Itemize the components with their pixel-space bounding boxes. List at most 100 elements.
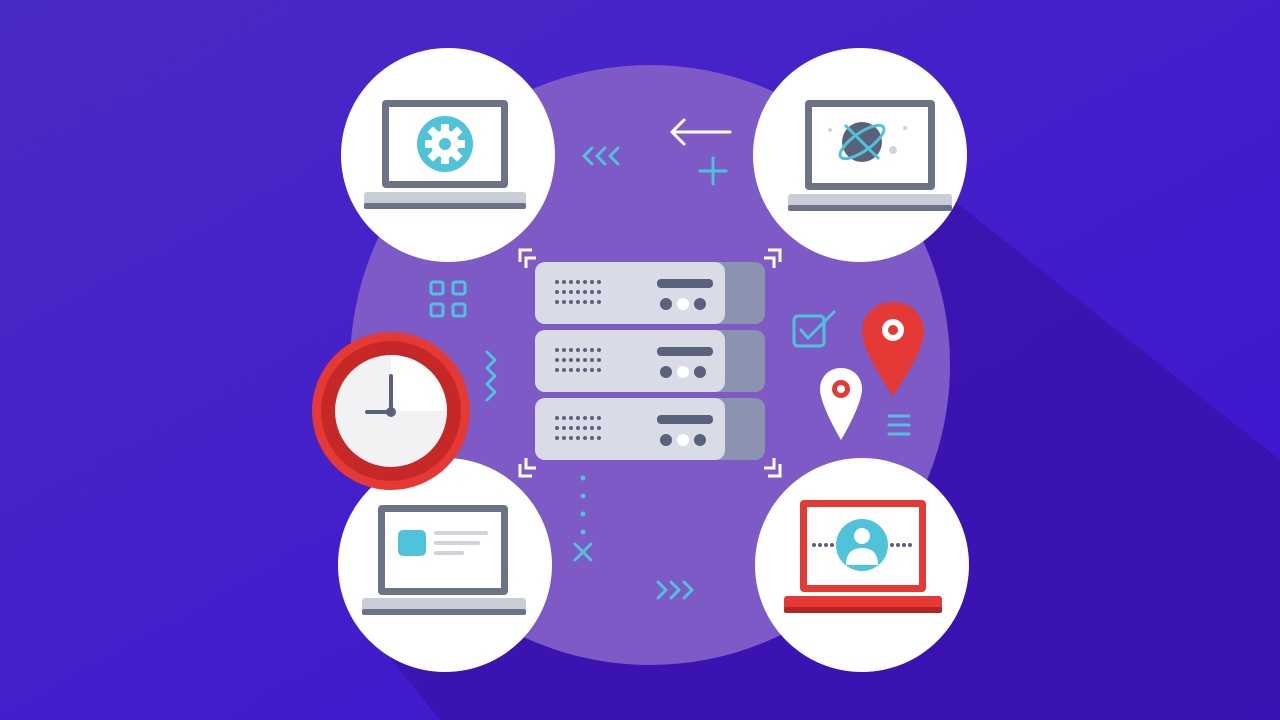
user-avatar-head [854,528,870,544]
server-vent-dot [569,358,573,362]
profile-card-line-2 [434,541,480,545]
server-vent-dot [569,368,573,372]
map-pin-large [862,302,924,396]
laptop-globe-card [753,48,967,262]
server-vent-dot [590,290,594,294]
server-vent-dot [583,426,587,430]
profile-card-icon [398,530,426,556]
laptop-user-card [755,458,969,672]
zigzag-icon [485,350,497,402]
laptop-profile-base-edge [362,609,526,615]
server-vent-dot [576,436,580,440]
bracket-bottom-left-inner [524,458,536,470]
server-vent-dot [576,368,580,372]
server-status-light [660,298,672,310]
server-vent-dot [555,280,559,284]
profile-card-line-1 [434,531,488,535]
globe-icon [828,122,907,162]
server-unit-3-front [535,398,725,460]
server-vent-dot [555,416,559,420]
dotted-line [580,475,586,535]
cross-icon [573,542,593,562]
server-vent-dot [569,416,573,420]
server-vent-dot [555,358,559,362]
laptop-user-base-edge [784,607,942,613]
server-vent-dot [583,348,587,352]
server-vent-dot [590,300,594,304]
chevrons-right-icon [656,580,694,600]
bracket-bottom-left [518,464,532,478]
server-vent-dot [583,290,587,294]
laptop-settings-card [341,48,555,262]
bracket-top-left-inner [524,256,536,268]
server-vent-dot [583,368,587,372]
server-indicator-bar [657,279,713,288]
server-vent-dot [590,436,594,440]
server-vent-dot [597,348,601,352]
server-vent-dot [562,426,566,430]
server-vent-dot [576,416,580,420]
map-pin-small-dot [837,385,845,393]
server-vent-dot [555,436,559,440]
server-indicator-bar [657,415,713,424]
server-vent-dot [590,368,594,372]
server-vent-dot [562,436,566,440]
map-pin-small-icon [820,368,862,440]
gear-icon-hub [439,138,451,150]
server-vent-dot [597,426,601,430]
bracket-top-left [518,248,532,262]
server-vent-dot [576,300,580,304]
server-vent-dot [555,300,559,304]
plus-icon [698,156,728,186]
server-status-light [694,434,706,446]
server-vent-dot [583,280,587,284]
server-unit-1 [535,262,765,324]
server-vent-dot [590,348,594,352]
map-pin-large-dot [888,325,898,335]
server-status-light [694,366,706,378]
server-vent-dot [569,348,573,352]
clock-icon [312,332,470,490]
server-vent-dot [576,358,580,362]
server-vent-dot [562,280,566,284]
server-status-light [694,298,706,310]
server-vent-dot [583,300,587,304]
server-details [555,279,713,446]
server-status-light [677,366,689,378]
bracket-top-right-inner [764,256,776,268]
server-rack-icon [535,262,765,460]
server-unit-2 [535,330,765,392]
map-pin-small [820,368,862,440]
server-vent-dot [597,280,601,284]
server-vent-dot [597,290,601,294]
server-vent-dot [569,426,573,430]
server-vent-dot [590,416,594,420]
server-vent-dot [576,280,580,284]
server-unit-1-front [535,262,725,324]
globe-icon-star-2 [903,126,907,130]
laptop-user-base [784,596,942,610]
server-frame-brackets [518,248,782,478]
server-status-light [660,434,672,446]
checkbox-icon [792,310,836,348]
server-vent-dot [562,300,566,304]
server-vent-dot [555,368,559,372]
bracket-bottom-right [768,464,782,478]
laptop-settings-base [364,192,526,206]
user-avatar-body [846,548,878,565]
server-vent-dot [555,426,559,430]
server-vent-dot [562,290,566,294]
laptop-settings-base-edge [364,203,526,209]
server-vent-dot [569,280,573,284]
server-vent-dot [597,416,601,420]
globe-icon-star-1 [828,128,832,132]
bracket-top-right [768,248,782,262]
gear-icon-teeth [425,124,465,164]
clock-face-highlight [391,355,447,411]
user-avatar-icon [836,519,888,571]
server-vent-dot [555,290,559,294]
server-vent-dot [569,300,573,304]
server-vent-dot [576,290,580,294]
profile-card-line-3 [434,551,464,555]
